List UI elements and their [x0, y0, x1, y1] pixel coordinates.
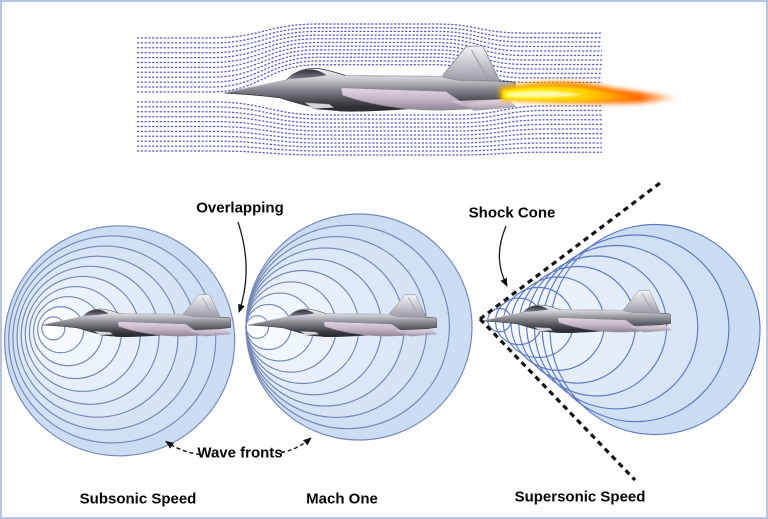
caption-supersonic-speed: Supersonic Speed	[514, 488, 646, 506]
shock-cone-lines	[478, 181, 661, 482]
overlapping-arrow-icon	[237, 221, 247, 313]
top-aircraft	[223, 45, 518, 113]
wave-fronts-right-arrow-icon	[280, 437, 312, 454]
label-shock-cone: Shock Cone	[468, 204, 556, 222]
caption-mach-one: Mach One	[306, 490, 378, 508]
label-overlapping: Overlapping	[196, 199, 284, 217]
shock-cone-arrow-icon	[498, 225, 508, 287]
label-wave-fronts: Wave fronts	[197, 444, 283, 462]
afterburner-flame-icon	[500, 81, 680, 104]
caption-subsonic-speed: Subsonic Speed	[79, 490, 197, 508]
annotation-arrows	[165, 221, 508, 456]
wave-fronts-left-arrow-icon	[165, 440, 201, 456]
